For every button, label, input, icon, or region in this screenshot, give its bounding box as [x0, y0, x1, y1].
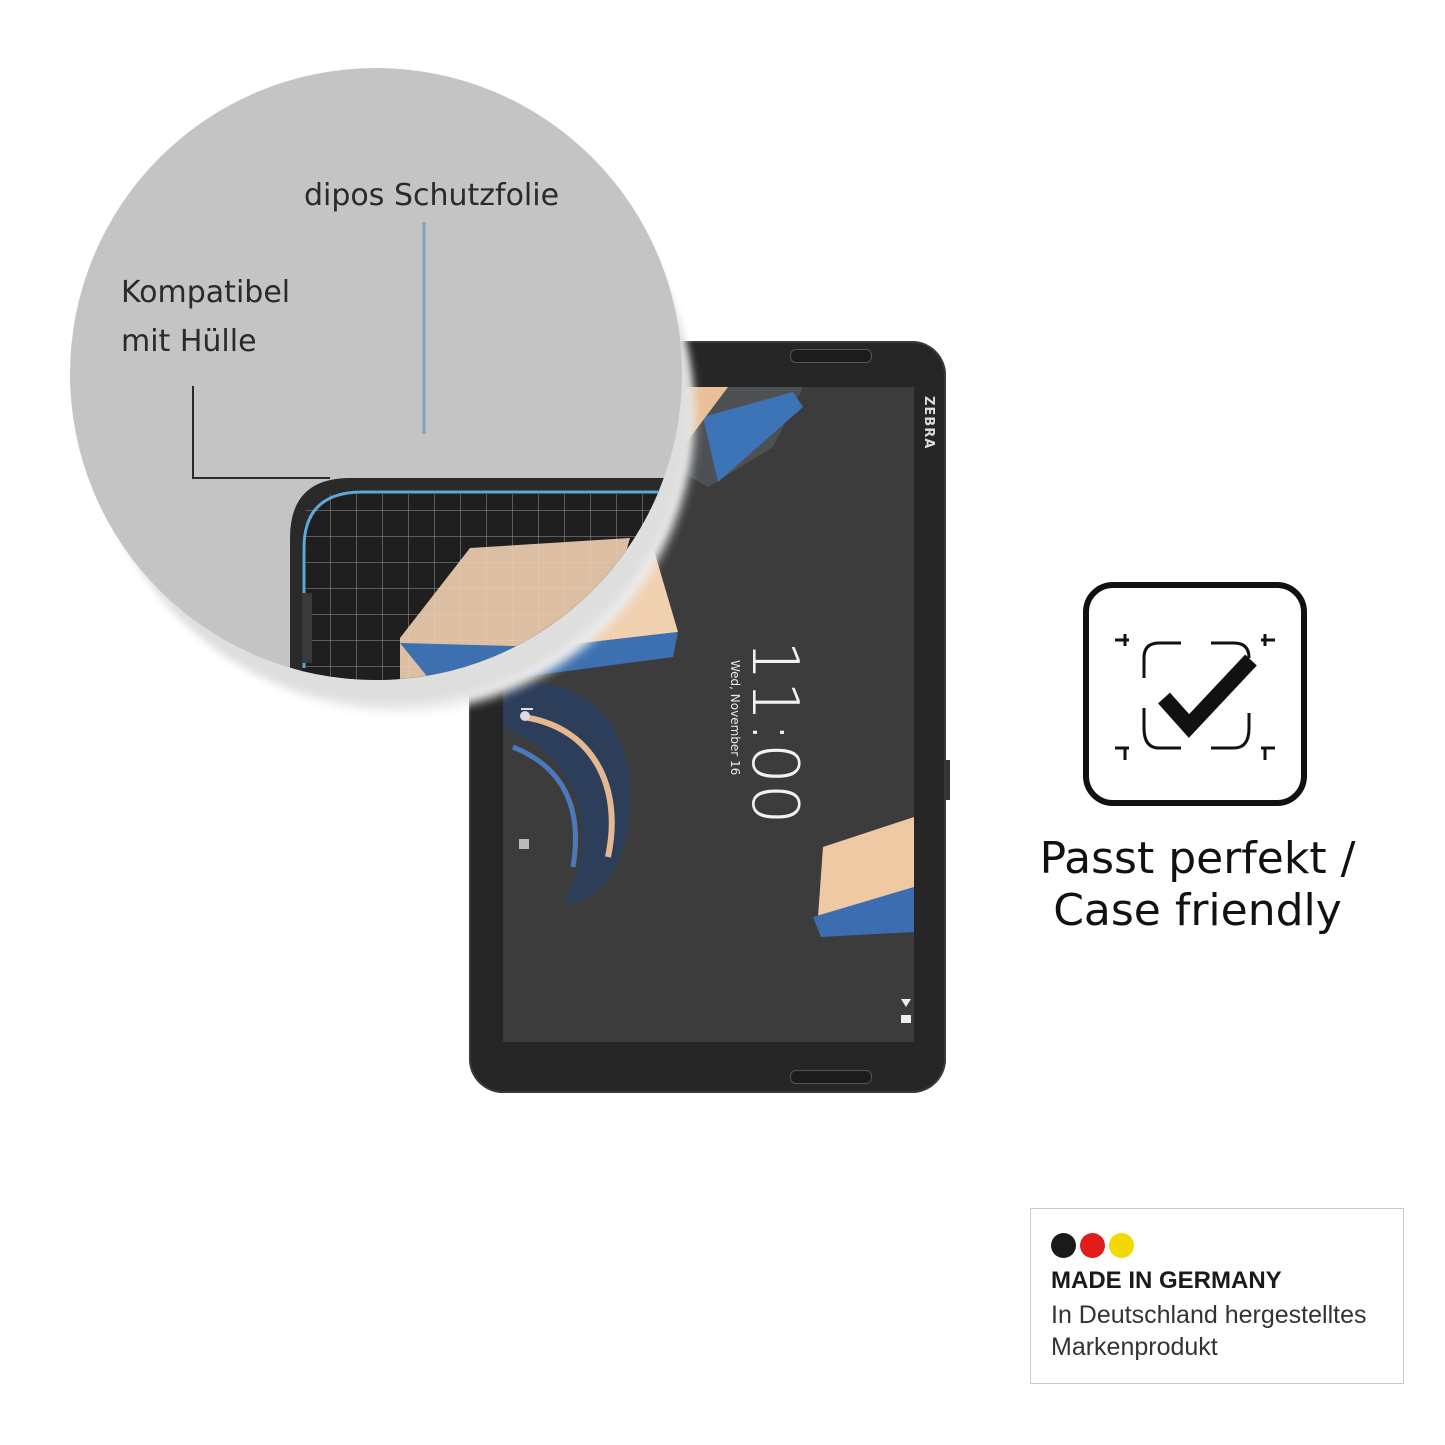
case-callout-line	[192, 386, 330, 479]
lockscreen-date: Wed, November 16	[728, 660, 742, 776]
feature-line2: Case friendly	[1053, 885, 1342, 936]
feature-line1: Passt perfekt /	[1039, 833, 1356, 884]
bottom-notch	[790, 1070, 872, 1084]
brand-logo: ZEBRA	[921, 396, 936, 450]
made-in-germany-badge: MADE IN GERMANY In Deutschland hergestel…	[1030, 1208, 1404, 1384]
badge-line1: In Deutschland hergestelltes	[1051, 1301, 1367, 1329]
flag-dot-black	[1051, 1233, 1076, 1258]
case-label-line1: Kompatibel	[121, 275, 291, 310]
top-notch	[790, 349, 872, 363]
film-label: dipos Schutzfolie	[304, 178, 560, 213]
check-in-frame-icon	[1083, 582, 1307, 806]
case-label-line2: mit Hülle	[121, 324, 257, 359]
lockscreen-clock: 11:00	[737, 640, 811, 825]
flag-dot-red	[1080, 1233, 1105, 1258]
side-button	[946, 760, 950, 800]
zoomed-corner	[192, 222, 682, 680]
feature-caption: Passt perfekt / Case friendly	[1020, 833, 1375, 937]
flag-dot-gold	[1109, 1233, 1134, 1258]
badge-line2: Markenprodukt	[1051, 1333, 1218, 1361]
badge-title: MADE IN GERMANY	[1051, 1267, 1282, 1294]
zoom-magnifier: dipos Schutzfolie Kompatibel mit Hülle	[70, 68, 682, 680]
